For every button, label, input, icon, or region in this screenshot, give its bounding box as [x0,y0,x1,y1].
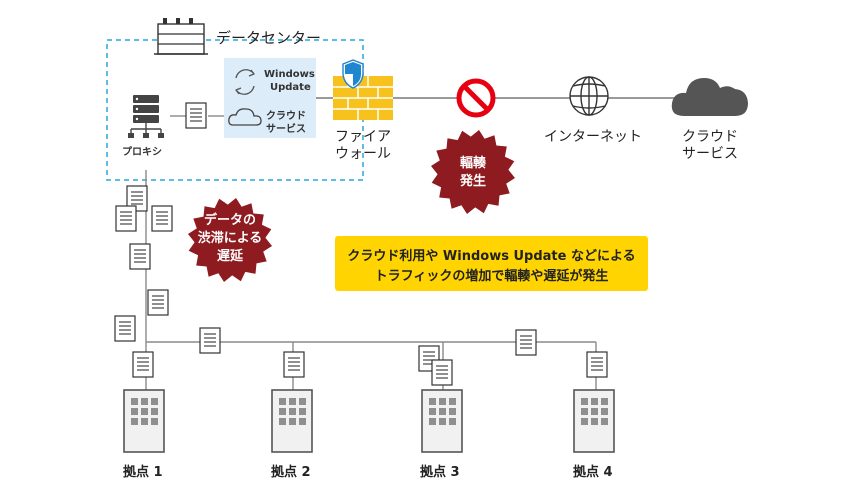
building-icon [573,389,615,453]
document-icon [126,185,148,212]
windows-update-line2: Update [270,82,311,93]
panel-cloud-line1: クラウド [266,111,306,122]
windows-update-line1: Windows [264,69,315,80]
note-line-1: クラウド利用や Windows Update などによる [347,249,636,264]
site-label-1: 拠点 1 [123,465,163,480]
firewall-label-2: ウォール [335,146,391,162]
proxy-label: プロキシ [122,147,162,158]
delay-burst [188,198,272,282]
delay-text-2: 渋滞による [198,230,263,246]
globe-icon [569,76,609,116]
document-icon [151,205,173,232]
document-icon [586,351,608,378]
delay-text-1: データの [204,212,256,228]
firewall-label-1: ファイア [335,129,391,145]
document-icon [185,102,207,129]
site-label-2: 拠点 2 [271,465,311,480]
building-icon [123,389,165,453]
building-icon [271,389,313,453]
datacenter-icon [154,18,208,55]
document-icon [114,315,136,342]
document-icon [515,329,537,356]
congestion-text-2: 発生 [459,173,486,189]
site-buildings [123,389,615,453]
document-icon [147,289,169,316]
congestion-burst [431,130,515,214]
panel-cloud-line2: サービス [266,124,306,135]
proxy-server-icon [128,95,164,138]
congestion-text-1: 輻輳 [460,155,487,171]
document-icon [132,351,154,378]
document-icon [115,205,137,232]
document-icons [114,102,608,386]
document-icon [283,351,305,378]
delay-text-3: 遅延 [217,248,244,264]
cloud-service-label-2: サービス [682,146,738,162]
cloud-outline-icon [228,108,262,126]
site-label-4: 拠点 4 [573,465,613,480]
building-icon [421,389,463,453]
firewall-icon [333,76,393,120]
note-line-2: トラフィックの増加で輻輳や遅延が発生 [374,269,609,284]
cloud-service-label-1: クラウド [682,129,738,145]
note-box: クラウド利用や Windows Update などによる トラフィックの増加で輻… [335,236,648,291]
document-icon [431,359,453,386]
refresh-icon [235,69,255,95]
document-icon [199,327,221,354]
cloud-icon [671,78,748,116]
site-label-3: 拠点 3 [420,465,460,480]
internet-label: インターネット [544,129,642,145]
blocked-icon [456,78,496,118]
datacenter-title: データセンター [216,29,322,47]
document-icon [129,243,151,270]
